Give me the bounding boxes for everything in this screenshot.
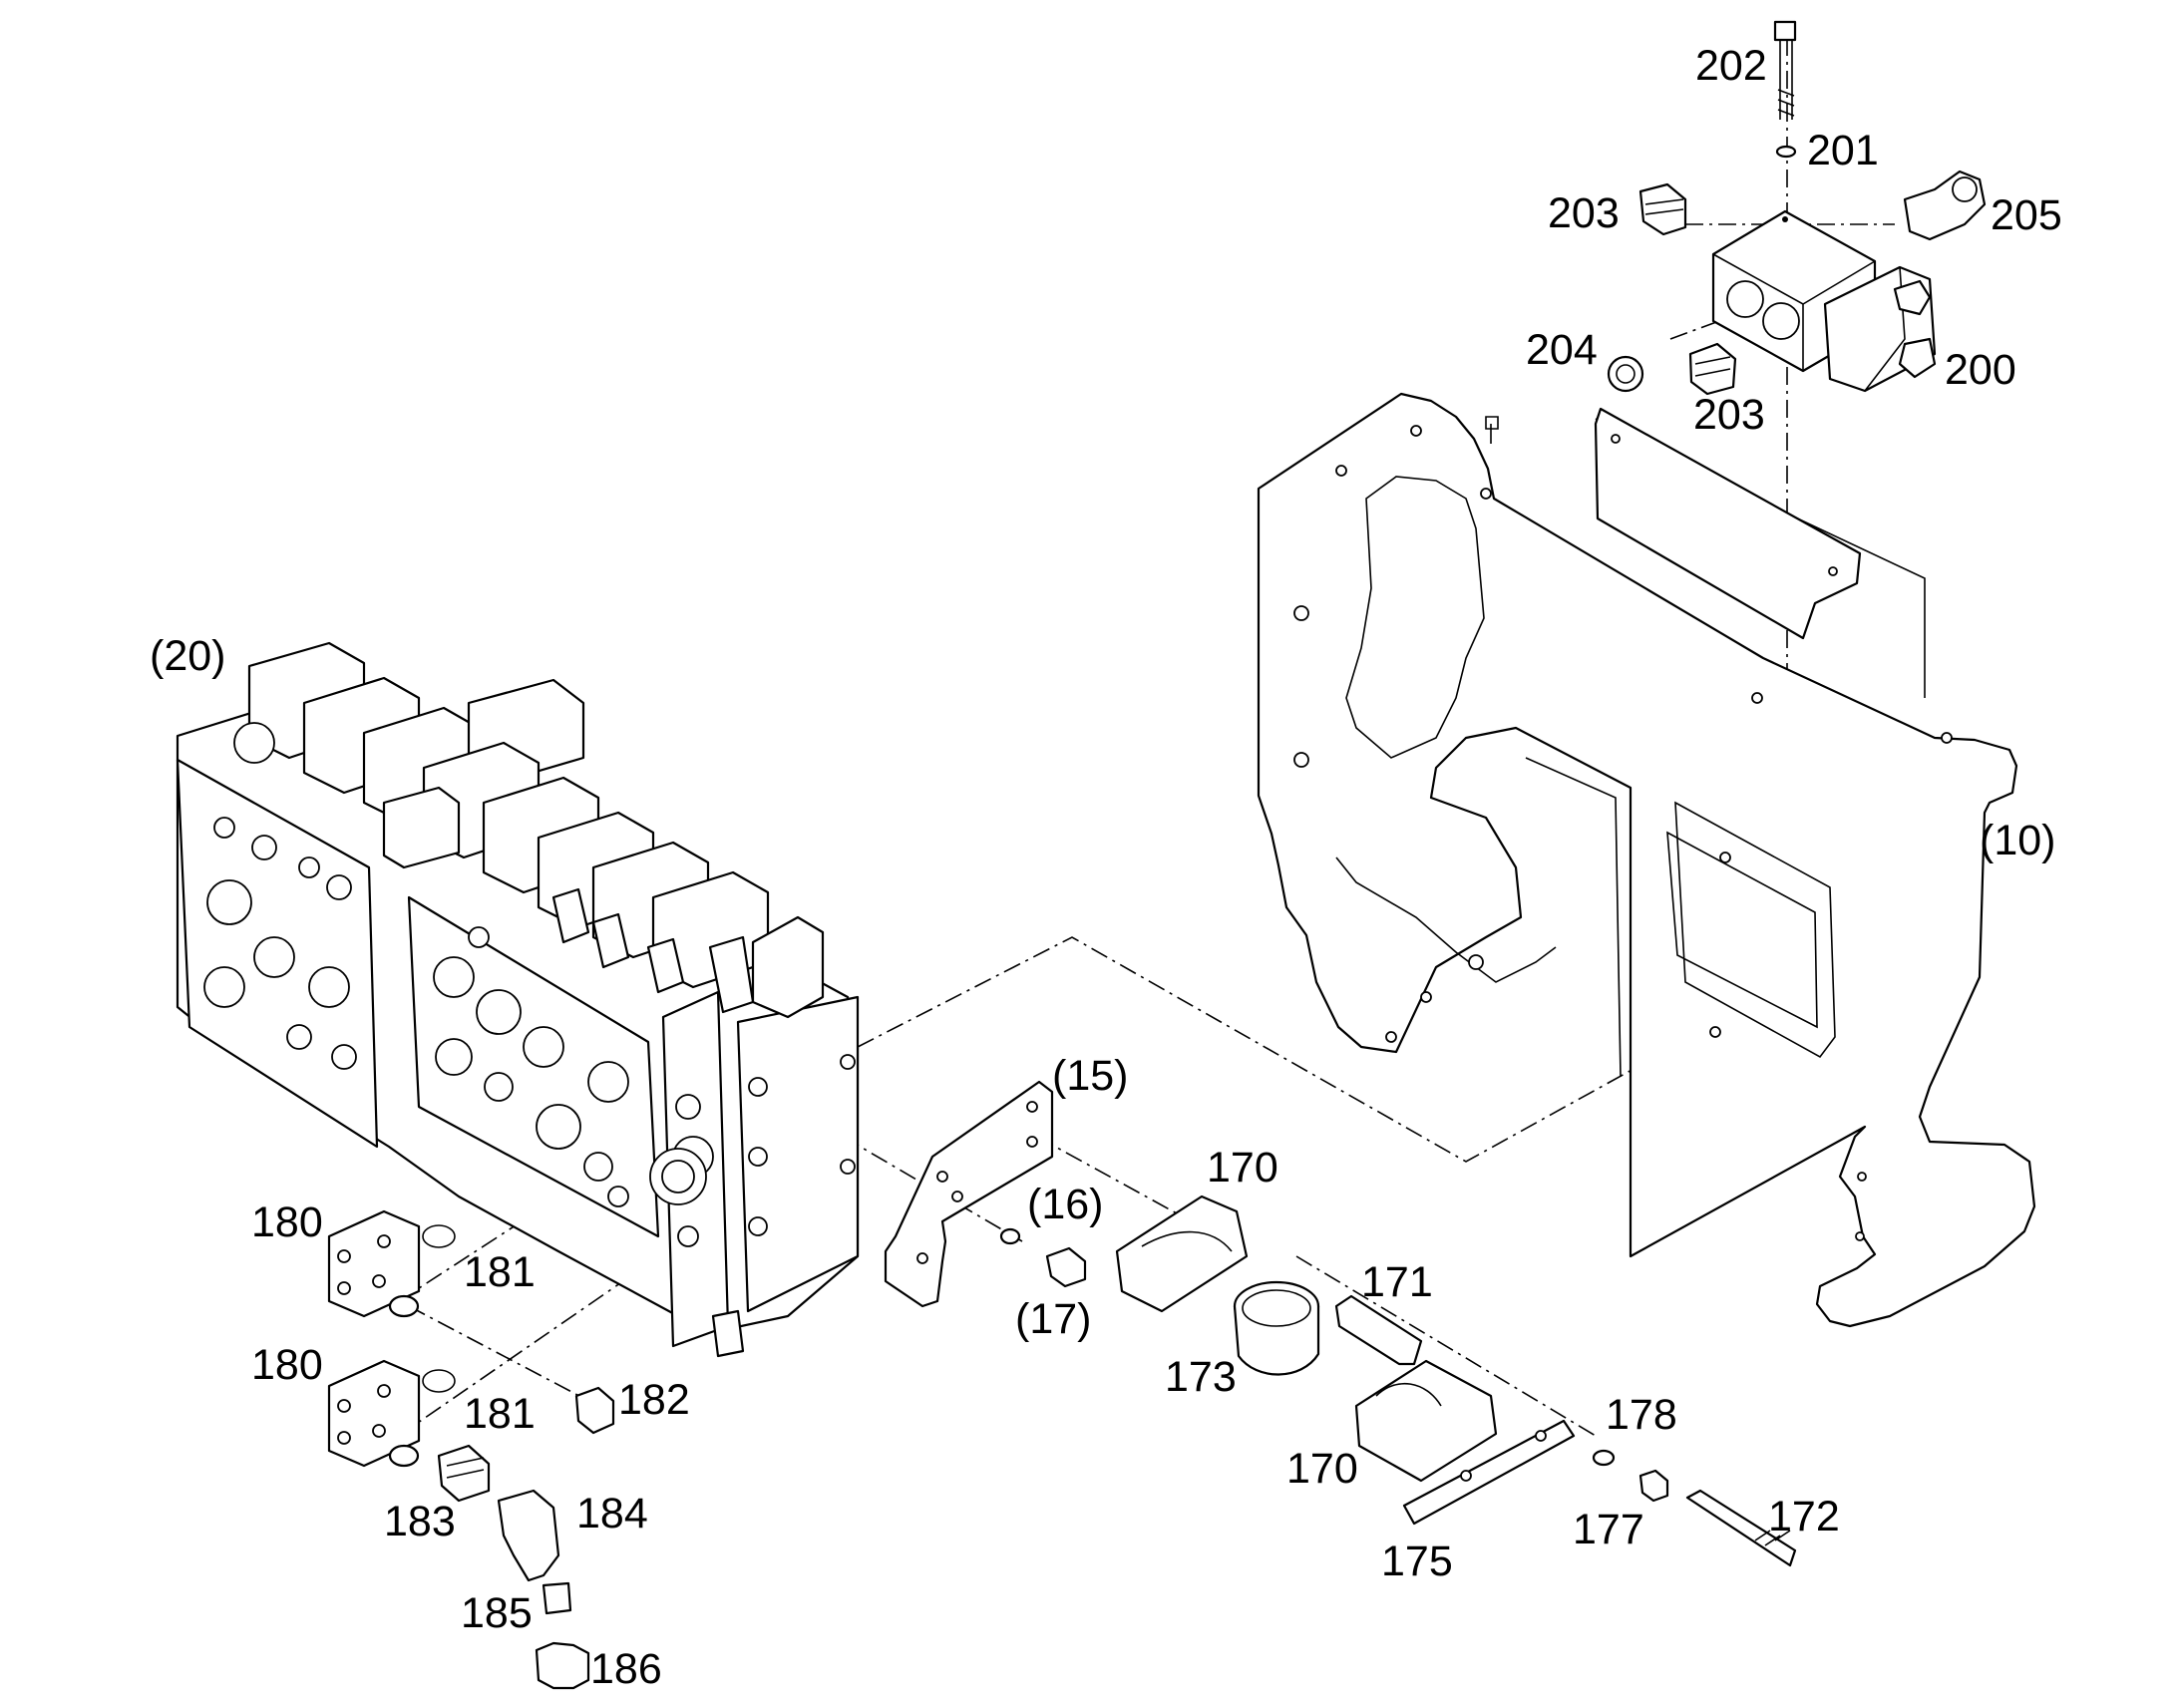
callout-200: 200: [1945, 346, 2016, 394]
callout-180: 180: [251, 1341, 323, 1389]
bracket-15: [884, 1080, 1087, 1308]
callout-170: 170: [1286, 1445, 1358, 1493]
callout-205: 205: [1991, 191, 2062, 239]
callout-labels: 202 201 203 205 204 203 200 (20) (10) (1…: [150, 42, 2062, 1693]
callout-171: 171: [1361, 1258, 1433, 1306]
callout-186: 186: [590, 1645, 662, 1693]
frame-bracket-10: [1257, 392, 2036, 1328]
valve-fittings: [233, 722, 755, 1358]
callout-172: 172: [1768, 1493, 1840, 1540]
control-valve-block-20: [176, 641, 860, 1358]
callout-178: 178: [1606, 1391, 1677, 1439]
callout-201: 201: [1807, 127, 1879, 174]
pipe-clamp-assembly: [1115, 1195, 1797, 1567]
frame-mounting-holes: [1293, 425, 1953, 1241]
callout-184: 184: [576, 1490, 648, 1537]
callout-175: 175: [1381, 1537, 1453, 1585]
callout-173: 173: [1165, 1353, 1237, 1401]
callout-203: 203: [1548, 189, 1620, 237]
valve-plate-ports: [203, 817, 714, 1247]
callout-183: 183: [384, 1498, 456, 1545]
callout-16: (16): [1027, 1181, 1103, 1228]
callout-10: (10): [1980, 817, 2055, 864]
callout-182: 182: [618, 1376, 690, 1424]
callout-177: 177: [1573, 1506, 1644, 1553]
callout-20: (20): [150, 632, 225, 680]
callout-181: 181: [464, 1390, 536, 1438]
callout-17: (17): [1015, 1295, 1091, 1343]
callout-202: 202: [1695, 42, 1767, 90]
valve-side-ports: [748, 1054, 856, 1236]
callout-170: 170: [1207, 1144, 1278, 1192]
flange-fittings: [327, 1209, 615, 1690]
callout-15: (15): [1052, 1052, 1128, 1100]
callout-203: 203: [1693, 391, 1765, 439]
callout-180: 180: [251, 1198, 323, 1246]
callout-185: 185: [461, 1589, 533, 1637]
callout-181: 181: [464, 1248, 536, 1296]
callout-204: 204: [1526, 326, 1598, 374]
solenoid-valve-assembly: [1607, 20, 1987, 396]
